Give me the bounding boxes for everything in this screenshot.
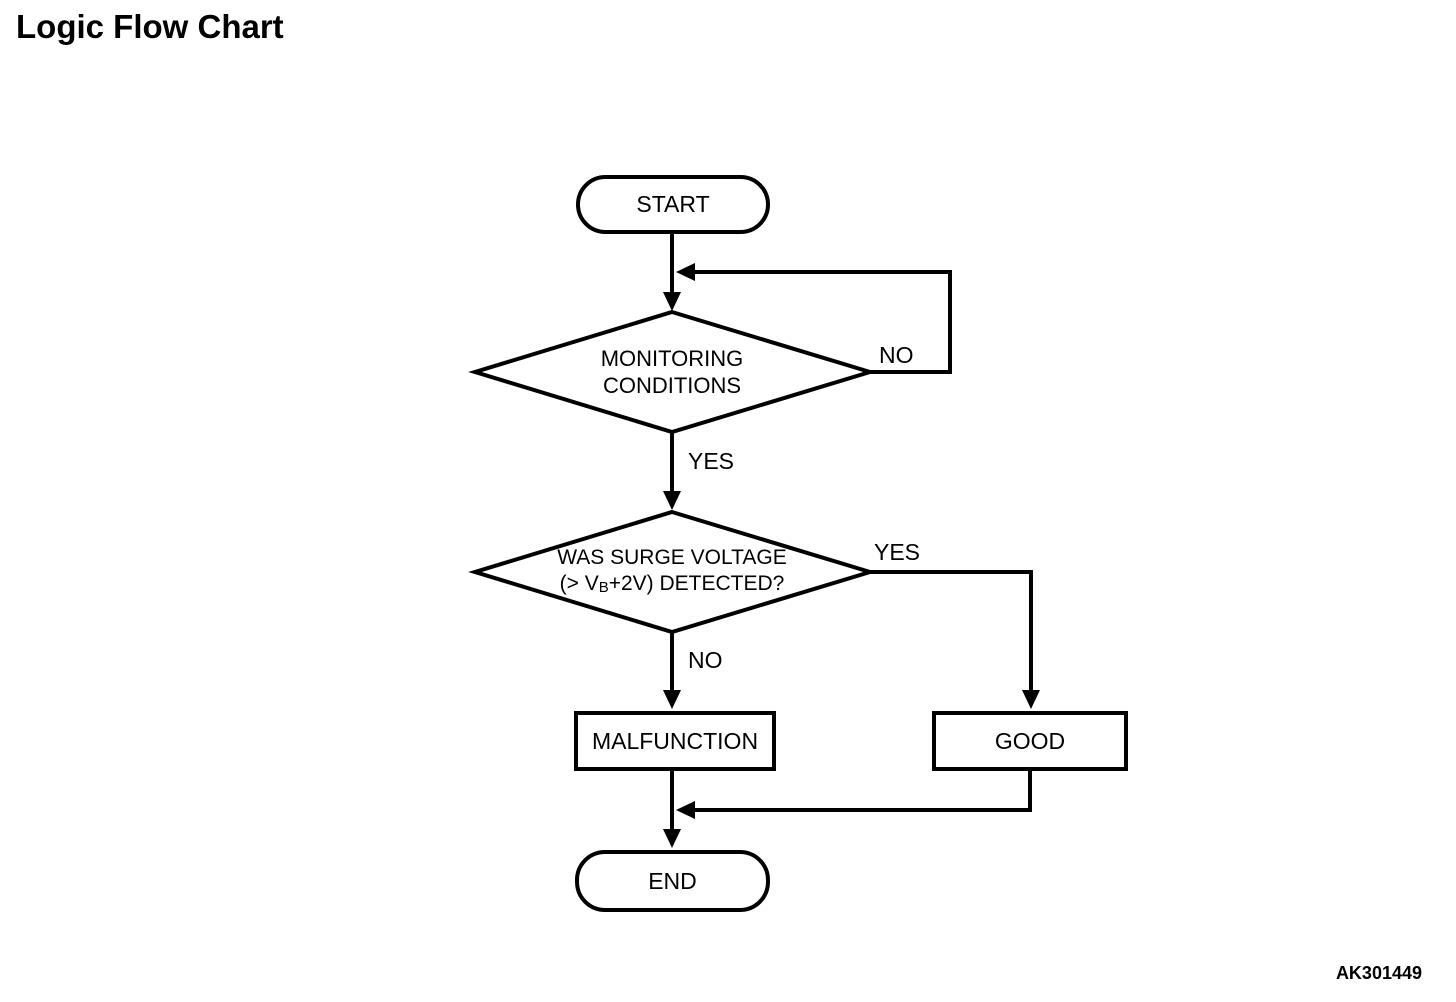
edge-label-monitoring-no: NO: [879, 342, 914, 368]
node-malfunction-label: MALFUNCTION: [591, 727, 759, 754]
arrowhead-into-end: [663, 829, 681, 848]
node-surge-voltage-label: WAS SURGE VOLTAGE (> VB+2V) DETECTED?: [522, 546, 822, 600]
arrowhead-merge-left: [676, 801, 695, 819]
subscript-b: B: [598, 579, 609, 596]
node-good-label: GOOD: [994, 727, 1066, 754]
monitoring-line2: CONDITIONS: [602, 373, 742, 398]
arrowhead-into-good: [1022, 690, 1040, 709]
node-good: GOOD: [932, 711, 1128, 771]
figure-code: AK301449: [1335, 963, 1422, 983]
edge-label-surge-yes: YES: [874, 539, 921, 565]
edge-surge-yes-to-good: [868, 570, 1033, 694]
edge-label-surge-no: NO: [688, 647, 723, 673]
arrowhead-into-surge: [663, 491, 681, 510]
surge-line1: WAS SURGE VOLTAGE: [557, 546, 787, 569]
node-end-label: END: [648, 867, 697, 894]
edge-monitoring-no-loop: [694, 270, 952, 374]
node-end: END: [575, 850, 770, 912]
edge-label-monitoring-yes: YES: [688, 448, 735, 474]
edge-good-to-merge: [694, 771, 1032, 812]
decision-monitoring-conditions-shape: [468, 309, 877, 435]
node-start: START: [576, 175, 770, 234]
node-monitoring-conditions-label: MONITORING CONDITIONS: [547, 344, 797, 400]
arrowhead-into-malfunction: [663, 690, 681, 709]
arrowhead-into-monitoring: [663, 292, 681, 311]
decision-surge-voltage-shape: [468, 509, 877, 635]
node-malfunction: MALFUNCTION: [574, 711, 776, 771]
page-title: Logic Flow Chart: [16, 8, 284, 45]
arrowhead-loop-left: [676, 263, 695, 281]
monitoring-line1: MONITORING: [600, 346, 744, 371]
node-start-label: START: [636, 191, 710, 217]
surge-line2: (> VB+2V) DETECTED?: [559, 572, 785, 596]
